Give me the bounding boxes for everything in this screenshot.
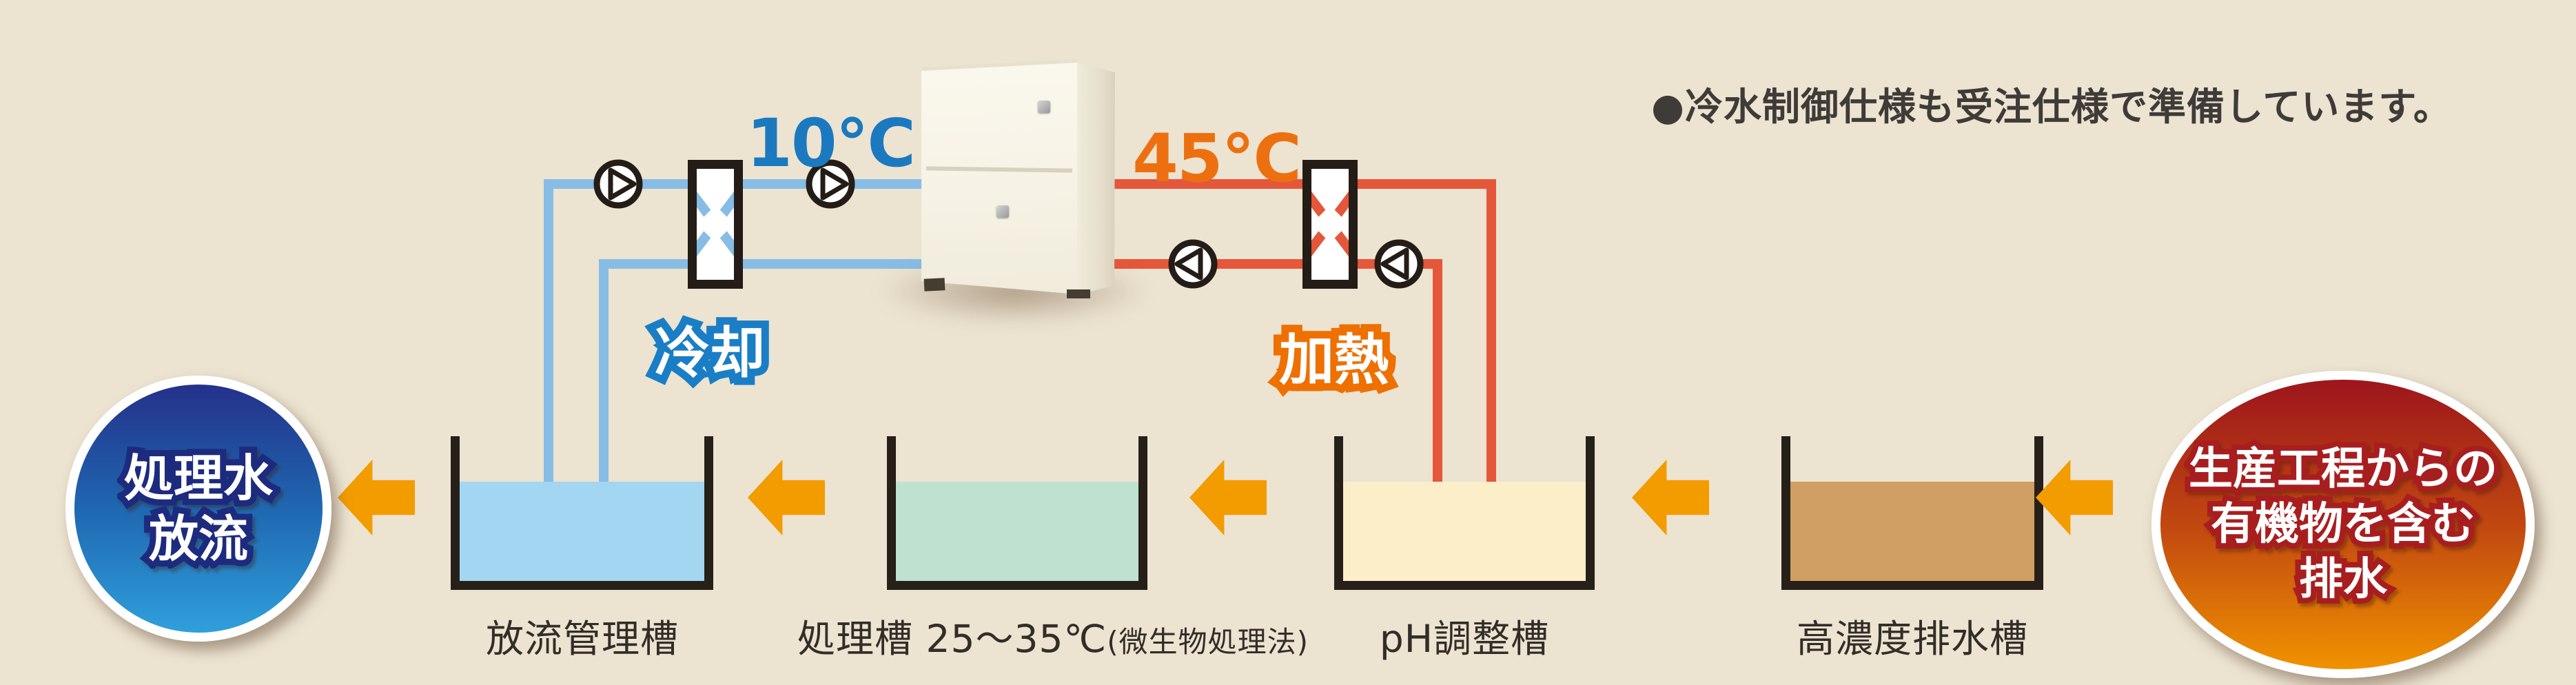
- tank-label-ph-adjust: pH調整槽: [1379, 617, 1550, 661]
- cooling-label: 冷却: [606, 309, 813, 389]
- tank-high-concentration: [1781, 436, 2043, 590]
- heat-pump-unit: [921, 63, 1077, 294]
- cold-return-pipe-horizontal: [599, 259, 930, 269]
- heat-pump-handle-icon: [996, 205, 1009, 218]
- cold-temp-label: 10℃: [746, 105, 916, 182]
- cold-pump-right-icon: [806, 159, 855, 209]
- badge-line: 排水: [2299, 552, 2387, 607]
- tank-water: [896, 482, 1138, 581]
- flow-arrow-icon: [1632, 460, 1709, 535]
- heat-exchanger-cooling-icon: [688, 160, 743, 289]
- cold-supply-pipe-vertical: [544, 179, 553, 542]
- heat-pump-foot: [1067, 289, 1090, 298]
- tank-treatment: [887, 436, 1147, 590]
- hot-supply-pipe-horizontal: [1099, 179, 1496, 189]
- cold-pump-left-icon: [593, 159, 643, 209]
- tank-ph-adjust: [1334, 436, 1595, 590]
- hot-supply-pipe-vertical: [1486, 179, 1496, 538]
- flow-arrow-icon: [2036, 460, 2113, 535]
- hot-temp-label: 45℃: [1132, 120, 1302, 197]
- flow-arrow-icon: [338, 460, 415, 535]
- tank-label-sub: (微生物処理法): [1107, 625, 1309, 659]
- flow-arrow-icon: [748, 460, 825, 535]
- tank-water: [1343, 482, 1586, 581]
- heat-pump-foot: [923, 278, 945, 292]
- tank-water: [460, 482, 704, 581]
- source-badge-text: 生産工程からの 有機物を含む 排水: [2189, 442, 2497, 607]
- tank-label-discharge-control: 放流管理槽: [485, 617, 679, 661]
- heat-exchanger-heating-icon: [1302, 160, 1358, 289]
- tank-discharge-control: [451, 436, 713, 590]
- heat-pump-unit-side: [1077, 63, 1115, 294]
- order-spec-note: ●冷水制御仕様も受注仕様で準備しています。: [1651, 85, 2452, 129]
- hot-pump-right-icon: [1374, 239, 1424, 289]
- discharge-badge-text: 処理水 放流: [124, 448, 273, 569]
- badge-line: 生産工程からの: [2189, 442, 2497, 497]
- tank-label-treatment: 処理槽 25〜35℃(微生物処理法): [777, 608, 1329, 663]
- tank-label-high-concentration: 高濃度排水槽: [1796, 617, 2028, 661]
- badge-line: 有機物を含む: [2211, 497, 2475, 552]
- tank-water: [1790, 482, 2034, 581]
- source-badge: 生産工程からの 有機物を含む 排水: [2151, 371, 2535, 678]
- heating-label: 加熱: [1231, 316, 1438, 396]
- tank-label-main: 処理槽 25〜35℃: [797, 617, 1107, 661]
- discharge-badge: 処理水 放流: [65, 376, 331, 642]
- heat-pump-handle-icon: [1038, 101, 1050, 113]
- hot-pump-left-icon: [1168, 239, 1218, 289]
- flow-arrow-icon: [1189, 460, 1267, 535]
- badge-line: 処理水: [124, 448, 273, 509]
- badge-line: 放流: [149, 509, 248, 569]
